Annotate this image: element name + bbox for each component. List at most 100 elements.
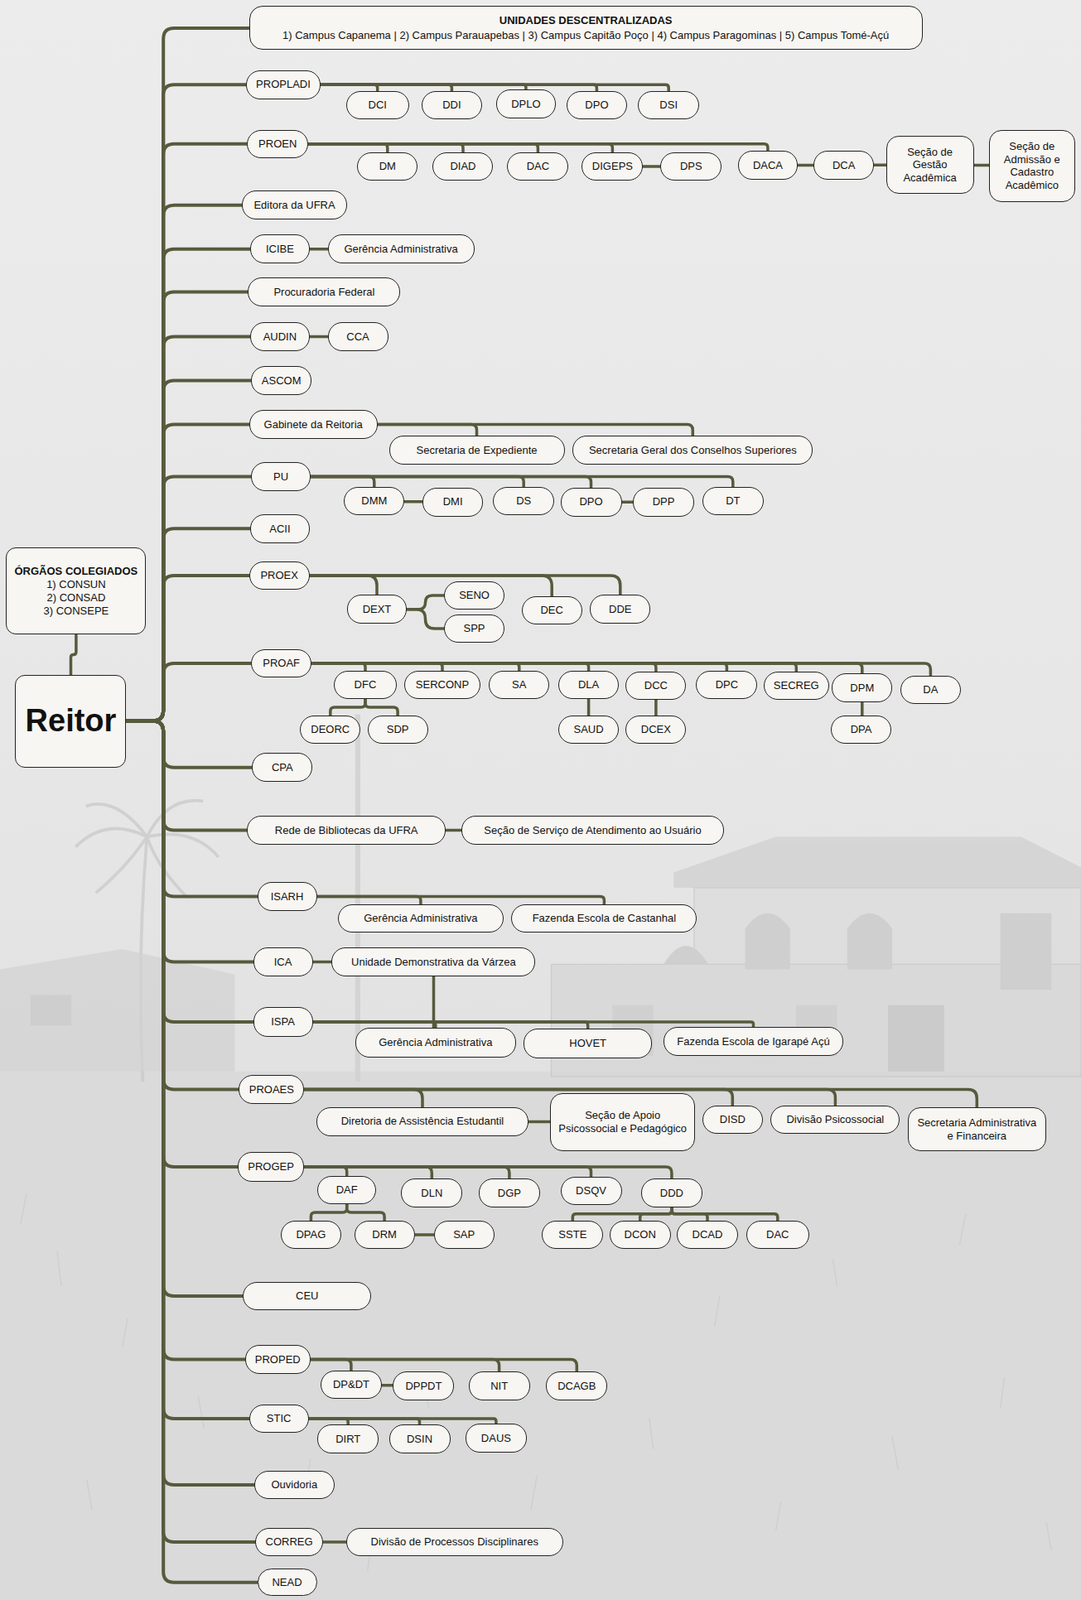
unit-pill: AUDIN: [250, 322, 310, 352]
unit-pill: PROAF: [250, 649, 312, 679]
connector-line: [309, 575, 377, 595]
unit-pill: DMI: [422, 487, 483, 517]
node-label: DISD: [719, 1113, 746, 1127]
unit-pill: Fazenda Escola de Castanhal: [511, 904, 697, 934]
connector-line: [126, 721, 253, 768]
node-label: Gerência Administrativa: [343, 242, 458, 256]
unit-pill: DP&DT: [320, 1370, 382, 1400]
node-label: DA: [922, 683, 938, 697]
node-label: Gerência Administrativa: [363, 912, 478, 926]
connector-line: [71, 635, 77, 676]
unit-pill: DPM: [831, 673, 893, 703]
node-label: Secretaria Administrativa e Financeira: [915, 1116, 1040, 1143]
connector-line: [873, 164, 887, 168]
connector-line: [313, 960, 333, 965]
node-label: Unidade Demonstrativa da Várzea: [351, 955, 517, 970]
node-label: SA: [511, 678, 527, 692]
node-label: PROPED: [255, 1353, 301, 1367]
node-label: DRM: [371, 1228, 397, 1242]
connector-line: [310, 1359, 578, 1372]
connector-line: [126, 721, 255, 1486]
grass-texture: [20, 1194, 1053, 1573]
unit-pill: DPC: [695, 670, 758, 700]
unit-pill: Gabinete da Reitoria: [249, 410, 378, 440]
node-label: ISARH: [270, 890, 305, 904]
connector-line: [126, 721, 239, 1168]
connector-line: [126, 663, 252, 722]
node-label: PROAF: [262, 656, 300, 671]
unit-pill: PROPLADI: [246, 70, 321, 100]
node-label: SAP: [453, 1228, 475, 1242]
node-label: DPS: [680, 159, 703, 174]
connector-line: [126, 721, 250, 1419]
connector-line: [126, 721, 258, 898]
unit-pill: Editora da UFRA: [241, 190, 348, 220]
connector-line: [309, 247, 329, 251]
unit-pill: DISD: [702, 1105, 763, 1135]
connector-line: [406, 595, 444, 610]
unit-pill: PROAES: [238, 1075, 305, 1106]
connector-line: [381, 1384, 394, 1388]
unit-pill: Gerência Administrativa: [337, 904, 504, 934]
connector-line: [308, 1418, 497, 1424]
connector-line: [671, 1207, 778, 1221]
node-label: DPM: [849, 681, 874, 695]
node-label: DFC: [354, 678, 377, 692]
unit-pill: DFC: [333, 670, 397, 700]
connector-line: [587, 699, 591, 716]
node-label: Fazenda Escola de Castanhal: [532, 912, 676, 926]
node-label: DIAD: [449, 159, 476, 174]
connector-line: [622, 501, 634, 505]
node-label: HOVET: [569, 1037, 607, 1051]
node-label: DIRT: [335, 1433, 361, 1447]
connector-line: [377, 424, 478, 437]
node-label: DPO: [579, 495, 603, 509]
unit-pill: NIT: [468, 1371, 531, 1401]
connector-line: [126, 721, 248, 831]
connector-line: [445, 829, 462, 833]
node-label: PROGEP: [247, 1160, 295, 1174]
unit-pill: SERCONP: [404, 670, 481, 700]
connector-line: [126, 381, 252, 722]
connector-line: [642, 164, 661, 169]
unit-pill: PROEX: [249, 561, 310, 591]
node-label: PU: [273, 470, 289, 484]
node-label: Seção de Apoio Psicossocial e Pedagógico: [557, 1109, 688, 1135]
node-label: SPP: [463, 622, 486, 636]
unit-pill: DDI: [421, 91, 483, 121]
unit-pill: DEORC: [299, 715, 361, 745]
connector-line: [406, 609, 444, 629]
connector-line: [330, 699, 366, 716]
unit-pill: SA: [488, 670, 550, 700]
connector-line: [528, 1120, 551, 1125]
connector-line: [304, 1090, 423, 1109]
unit-pill: PROPED: [245, 1345, 311, 1375]
unit-pill: DPO: [560, 487, 623, 517]
node-label: DS: [516, 494, 531, 508]
node-label: Divisão de Processos Disciplinares: [371, 1535, 539, 1550]
node-label: Reitor: [25, 704, 117, 739]
node-label: DGP: [497, 1187, 522, 1201]
section-box: Secretaria Administrativa e Financeira: [907, 1107, 1048, 1152]
node-label: DCC: [644, 679, 668, 693]
node-label: DDE: [608, 603, 632, 617]
node-label: Fazenda Escola de Igarapé Açú: [676, 1035, 830, 1049]
node-label: ASCOM: [261, 374, 302, 388]
unit-pill: DIAD: [432, 152, 493, 182]
left-house: [0, 949, 235, 1072]
unit-pill: DCA: [813, 150, 874, 180]
unit-pill: ACII: [250, 514, 310, 544]
section-box: Seção de Apoio Psicossocial e Pedagógico: [550, 1093, 695, 1152]
connector-line: [860, 702, 864, 716]
node-label: DAF: [336, 1183, 358, 1197]
unit-pill: DCAD: [676, 1220, 739, 1250]
unit-pill: PROGEP: [237, 1152, 305, 1183]
node-label: Secretaria Geral dos Conselhos Superiore…: [588, 443, 797, 458]
unit-pill: CCA: [328, 322, 389, 352]
node-label: DPLO: [511, 97, 541, 111]
unit-pill: DSI: [637, 91, 700, 121]
unit-pill: PU: [250, 462, 311, 492]
connector-line: [309, 335, 329, 339]
node-label: Seção de Admissão e Cadastro Acadêmico: [996, 139, 1068, 192]
